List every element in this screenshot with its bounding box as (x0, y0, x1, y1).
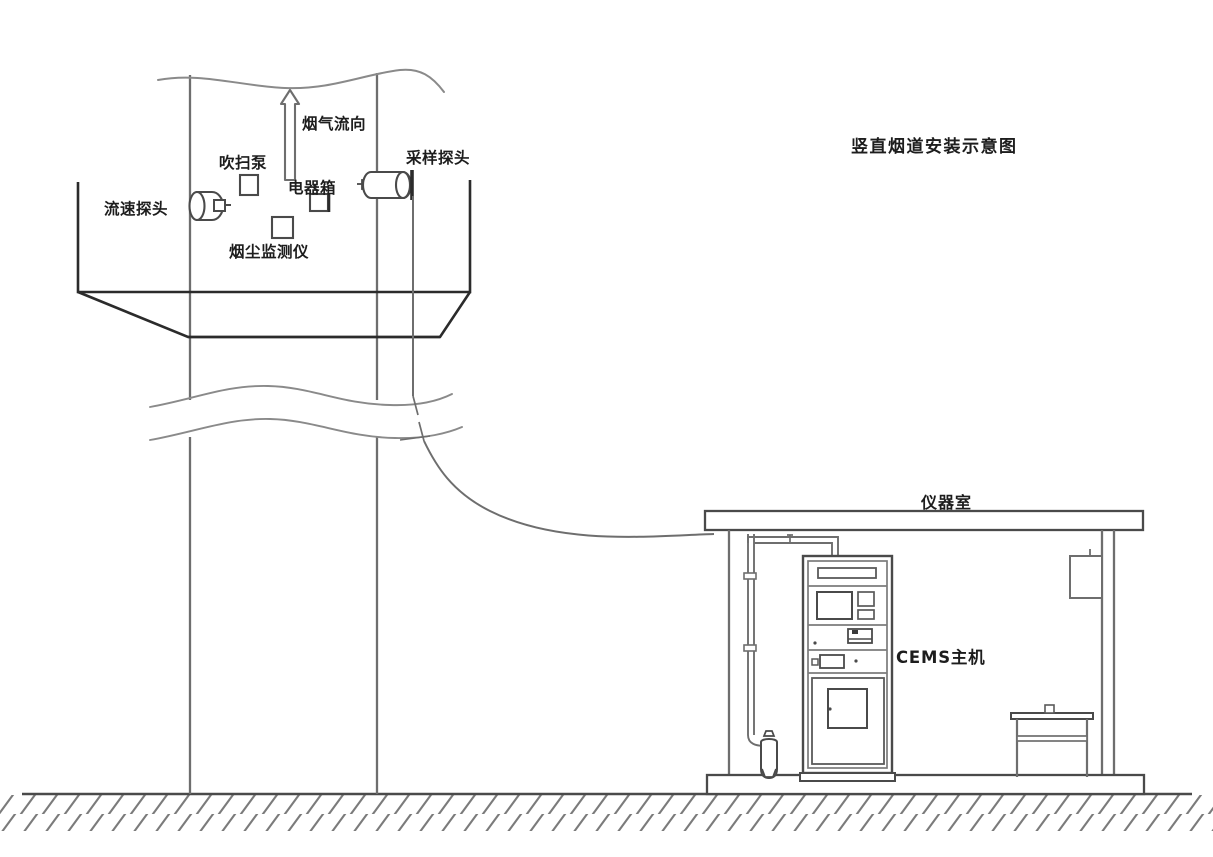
diagram-title: 竖直烟道安装示意图 (851, 137, 1018, 157)
cems-cabinet (799, 554, 896, 782)
label-gas-flow: 烟气流向 (302, 115, 367, 133)
purge-pump (238, 173, 260, 197)
label-velocity-probe: 流速探头 (104, 200, 169, 218)
umbilical-cable (399, 196, 715, 538)
instrument-room (703, 509, 1146, 796)
label-purge-pump: 吹扫泵 (219, 154, 268, 172)
wall-box (1069, 555, 1103, 599)
dust-monitor (270, 215, 295, 240)
label-cems-host: CEMS主机 (896, 648, 986, 667)
gas-flow-arrow (279, 88, 301, 182)
label-electrical-box: 电器箱 (288, 179, 337, 197)
ground-hatching (0, 792, 1213, 831)
stack-duct (76, 68, 472, 794)
electrical-box (308, 192, 331, 213)
label-sampling-probe: 采样探头 (406, 149, 471, 167)
room-pipework (743, 534, 1102, 747)
work-bench (1010, 704, 1094, 777)
sampling-probe (357, 170, 414, 200)
gas-cylinder (760, 730, 778, 780)
label-dust-monitor: 烟尘监测仪 (229, 243, 310, 261)
label-instrument-room: 仪器室 (921, 493, 973, 512)
velocity-probe (188, 190, 231, 222)
